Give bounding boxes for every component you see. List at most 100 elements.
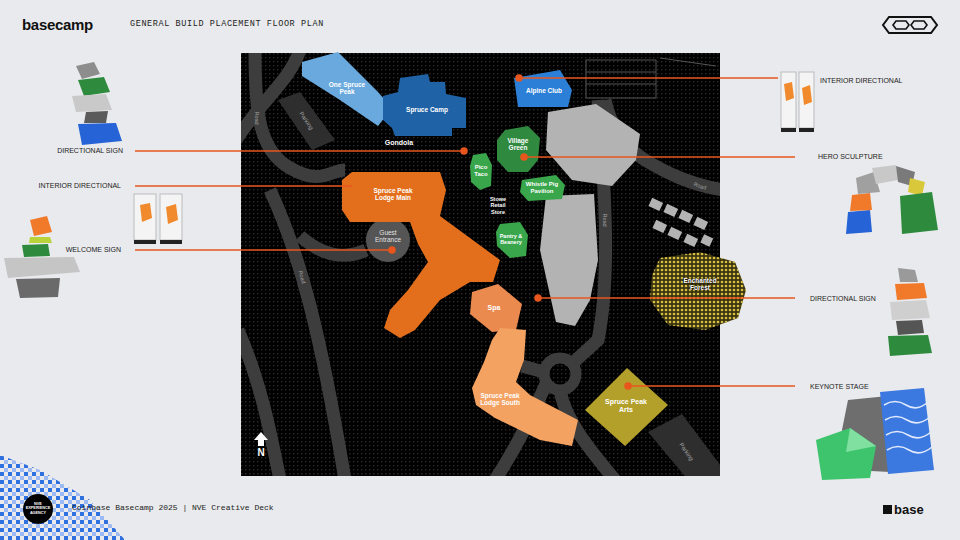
building-footprint: Village Green: [496, 126, 541, 173]
building-gray: [546, 104, 640, 186]
rock: [4, 257, 80, 278]
sign-base: [160, 240, 182, 244]
building-footprint: Spruce Peak Arts: [585, 368, 668, 446]
leader-line: [135, 185, 352, 187]
map-label: Guest Entrance: [371, 229, 405, 244]
pixel-corner: [0, 455, 125, 540]
brand-logo: [893, 21, 909, 29]
road: [241, 330, 280, 476]
map-texture: [241, 53, 720, 476]
building-outline: [520, 175, 565, 201]
page-caption: Coinbase Basecamp 2025 | NVE Creative De…: [72, 503, 274, 512]
building-name: Spruce Peak Arts: [601, 398, 651, 414]
building-outline: [472, 328, 578, 446]
building-outline: [302, 52, 392, 126]
callout-label: INTERIOR DIRECTIONAL: [820, 77, 902, 85]
leader-line: [541, 297, 795, 299]
building-gray: [663, 204, 678, 217]
forest-texture: [650, 252, 746, 330]
map-label: Gondola: [385, 139, 413, 147]
road: [270, 190, 345, 476]
interior-sign: [781, 72, 814, 132]
leader-line: [135, 150, 461, 152]
rock: [900, 192, 938, 234]
crystal: [816, 428, 876, 480]
rock: [872, 165, 898, 184]
rock: [890, 300, 930, 320]
building-gray: [667, 227, 682, 240]
brand-logo: [883, 17, 937, 33]
building-name: Spruce Camp: [397, 106, 457, 113]
rock: [30, 216, 52, 236]
leader-line: [135, 249, 389, 251]
rock-stack-sign: [72, 62, 122, 145]
roundabout: [544, 358, 576, 390]
building-name: Pico Taco: [471, 164, 491, 178]
structure-line: [660, 58, 716, 66]
building-outline: [585, 368, 668, 446]
building-outline: [470, 284, 522, 332]
road: [522, 366, 544, 372]
rock: [898, 268, 918, 282]
brand-logo: [911, 21, 927, 29]
building-name: Alpine Club: [519, 87, 569, 94]
guest-entrance-circle: [366, 218, 410, 262]
building-gray: [683, 234, 698, 247]
rock: [72, 94, 112, 112]
building-footprint: One Spruce Peak: [300, 52, 396, 128]
leader-line: [522, 77, 778, 79]
building-outline: [470, 153, 492, 190]
rock: [78, 123, 122, 145]
building-shape: [383, 74, 467, 137]
sign-panel: [160, 194, 182, 240]
sign-base: [799, 128, 814, 132]
building-name: Enchanted Forest: [676, 277, 724, 292]
brand-wordmark: base: [894, 503, 924, 518]
building-gray: [678, 210, 693, 223]
building-name: Spa: [479, 304, 509, 312]
sign-graphic: [802, 85, 812, 105]
building-footprint: Spa: [470, 284, 522, 332]
sign-panel: [134, 194, 156, 240]
building-gray: [700, 234, 713, 246]
structure-outline: [586, 60, 656, 98]
crystal-facet: [846, 428, 876, 452]
building-shape: [472, 328, 578, 446]
rock: [888, 335, 932, 356]
building-outline: [383, 74, 466, 136]
building-gray: [693, 217, 708, 230]
sign-panel: [781, 72, 796, 128]
leader-dot: [516, 75, 522, 81]
building-outline: [650, 252, 746, 330]
rock: [895, 283, 927, 300]
rock: [846, 210, 872, 234]
road-label: Road: [254, 111, 260, 124]
building-outline: [514, 70, 572, 107]
base-logo-square: [883, 505, 892, 514]
road-label: Road: [297, 270, 307, 284]
keynote-stage-art: [816, 388, 934, 480]
rock: [16, 278, 60, 298]
leader-dot: [389, 247, 395, 253]
agency-badge-text: NVE EXPERIENCE AGENCY: [25, 502, 51, 515]
building-name: Village Green: [500, 137, 536, 152]
building-gray: [652, 220, 667, 233]
building-footprint: Alpine Club: [514, 70, 572, 107]
interior-sign: [134, 194, 182, 244]
rock: [78, 77, 110, 96]
structure-line: [586, 84, 656, 85]
agency-badge: [23, 494, 53, 524]
leader-dot: [521, 154, 527, 160]
building-name: Spruce Peak Lodge South: [477, 392, 523, 407]
building-name: One Spruce Peak: [323, 81, 371, 96]
parking-label: Parking: [297, 111, 314, 132]
building-footprint: Enchanted Forest: [650, 252, 746, 330]
building-name: Spruce Peak Lodge Main: [365, 187, 421, 202]
building-footprint: Spruce Peak Lodge South: [472, 328, 578, 446]
sign-base: [781, 128, 796, 132]
sign-graphic: [140, 203, 152, 222]
callout-label: WELCOME SIGN: [66, 246, 121, 254]
